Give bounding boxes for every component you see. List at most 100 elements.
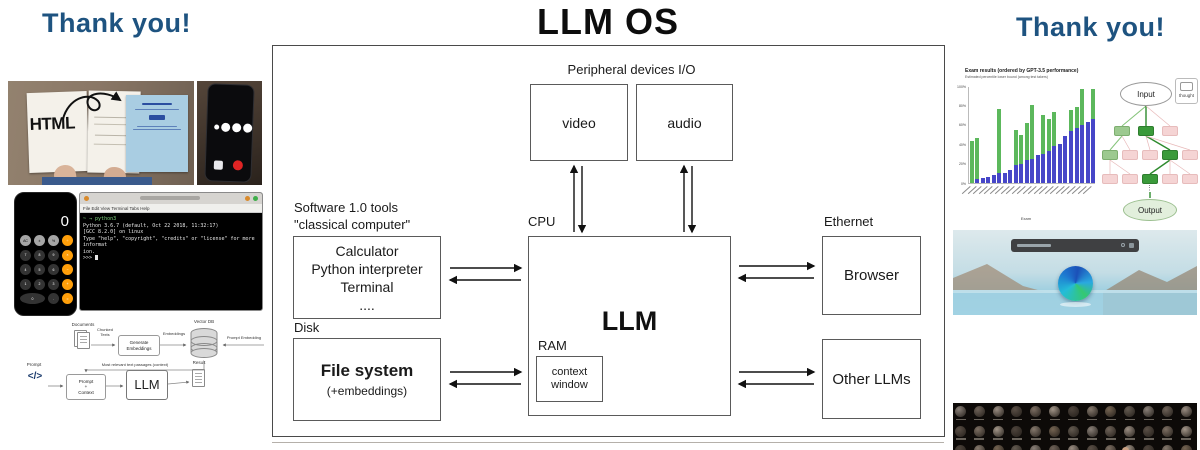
terminal-titlebar (80, 193, 262, 204)
bar-gpt35 (1085, 121, 1090, 183)
terminal-menubar: File Edit View Terminal Tabs Help (80, 204, 262, 213)
gpt-grid-cell (1105, 445, 1117, 450)
llm-label: LLM (601, 306, 658, 336)
bar-gpt35 (1024, 159, 1029, 183)
gpt-app-icon (1143, 406, 1154, 417)
shirt (42, 177, 152, 185)
gpt-grid-cell (1030, 445, 1042, 450)
thought-legend: thought (1175, 78, 1198, 104)
gpt-app-icon (1030, 425, 1042, 437)
bar-gpt35 (1063, 136, 1068, 183)
thought-node (1122, 150, 1138, 160)
software-tools-caption-line1: Software 1.0 tools (294, 200, 399, 215)
calc-key-5: 5 (34, 264, 45, 275)
documents-label: Documents (71, 322, 95, 327)
terminal-line: Python 3.6.7 (default, Oct 22 2018, 11:3… (83, 222, 219, 229)
logo-reflection (1060, 302, 1091, 307)
result-label: Result (192, 360, 206, 365)
speaker-head (1122, 447, 1129, 450)
gpt-app-icon (1030, 406, 1042, 417)
search-bar (1011, 239, 1139, 252)
gpt-grid-cell (955, 445, 966, 450)
curly-arrow-icon (62, 91, 122, 120)
calc-key-−: − (62, 264, 73, 275)
bar-gpt35 (1035, 154, 1040, 183)
y-tick-label: 40% (958, 142, 966, 147)
gpt-app-icon (1124, 445, 1136, 450)
calc-key-3: 3 (48, 278, 59, 290)
gpt-app-label (1011, 438, 1022, 440)
end-call-button (232, 160, 244, 171)
exam-results-chart: Exam results (ordered by GPT-3.5 perform… (953, 64, 1099, 226)
gpt-app-label (1181, 438, 1192, 440)
result-icon (192, 369, 205, 387)
peripheral-devices-label: Peripheral devices I/O (567, 62, 696, 77)
gpt-app-label (1162, 438, 1173, 440)
gpt-grid-cell (1067, 445, 1079, 450)
thought-legend-label: thought (1178, 93, 1194, 98)
documents-icon-2 (77, 332, 90, 349)
gpt-app-label (1030, 418, 1041, 420)
gpt-app-label (1105, 418, 1116, 420)
window-button-icon (84, 196, 89, 201)
other-llms-box: Other LLMs (822, 339, 921, 419)
calc-key-7: 7 (20, 249, 31, 261)
gpt-app-icon (1049, 445, 1060, 450)
calc-key-.: . (48, 293, 59, 304)
gpt-app-icon (973, 445, 985, 450)
gpt-grid-cell (973, 425, 985, 440)
camera-icon (1129, 243, 1134, 248)
gpt-grid-cell (1161, 406, 1173, 420)
bar-gpt35 (1080, 124, 1085, 183)
page-title: LLM OS (537, 1, 679, 42)
terminal-line: >>> (83, 255, 259, 262)
gpt-app-icon (1067, 425, 1079, 437)
keynote-stage-thumbnail (953, 403, 1197, 450)
y-tick-label: 0% (960, 181, 966, 186)
gpt-grid-cell (1161, 425, 1173, 440)
gpt-app-icon (1086, 445, 1098, 450)
gpt-grid-cell (1067, 406, 1079, 420)
calc-key-0: 0 (20, 293, 45, 304)
gpt-app-label (1105, 438, 1116, 440)
gpt-app-label (1068, 438, 1079, 440)
generate-embeddings-box: Generate Embeddings (118, 335, 160, 356)
bar-gpt35 (1030, 158, 1035, 183)
rag-diagram: Documents Chunked Texts Generate Embeddi… (2, 318, 266, 436)
gpt-grid-cell (1011, 445, 1023, 450)
calc-key-÷: ÷ (62, 235, 73, 246)
y-tick-label: 60% (958, 123, 966, 128)
bar-gpt35 (1008, 170, 1013, 183)
thought-node (1122, 174, 1138, 184)
gpt-app-icon (1105, 425, 1117, 437)
chart-xlabel: Exam (1020, 216, 1032, 221)
gpt-grid-cell (1011, 425, 1023, 440)
gpt-app-icon (1161, 406, 1173, 417)
gpt-app-icon (1180, 406, 1192, 417)
bar-gpt4 (1024, 122, 1029, 183)
search-icon (1121, 243, 1125, 247)
voice-dot-4 (243, 123, 253, 133)
disk-label: Disk (294, 320, 320, 335)
gpt-grid-cell (955, 406, 966, 420)
edge-browser-thumbnail (953, 230, 1197, 315)
minimize-button-icon (245, 196, 250, 201)
bar-gpt4 (997, 109, 1002, 183)
chart-plot-area (968, 87, 1096, 184)
context-window-line2: window (551, 379, 588, 391)
gpt-app-label (1143, 418, 1154, 420)
calc-key-+: + (62, 278, 73, 290)
gpt-grid-cell (1180, 425, 1192, 440)
gpt-app-icon (1086, 425, 1098, 437)
voice-dot-3 (232, 123, 242, 133)
rag-llm-box: LLM (126, 370, 168, 400)
gpt-app-icon (992, 445, 1004, 450)
gpt-grid-cell (992, 406, 1004, 420)
bar-gpt35 (975, 179, 980, 183)
calc-key-4: 4 (20, 264, 31, 275)
gpt-grid-cell (1030, 425, 1042, 440)
search-placeholder-text (1017, 244, 1051, 247)
gpt-app-label (955, 438, 966, 440)
gpt-app-icon (1161, 425, 1173, 437)
